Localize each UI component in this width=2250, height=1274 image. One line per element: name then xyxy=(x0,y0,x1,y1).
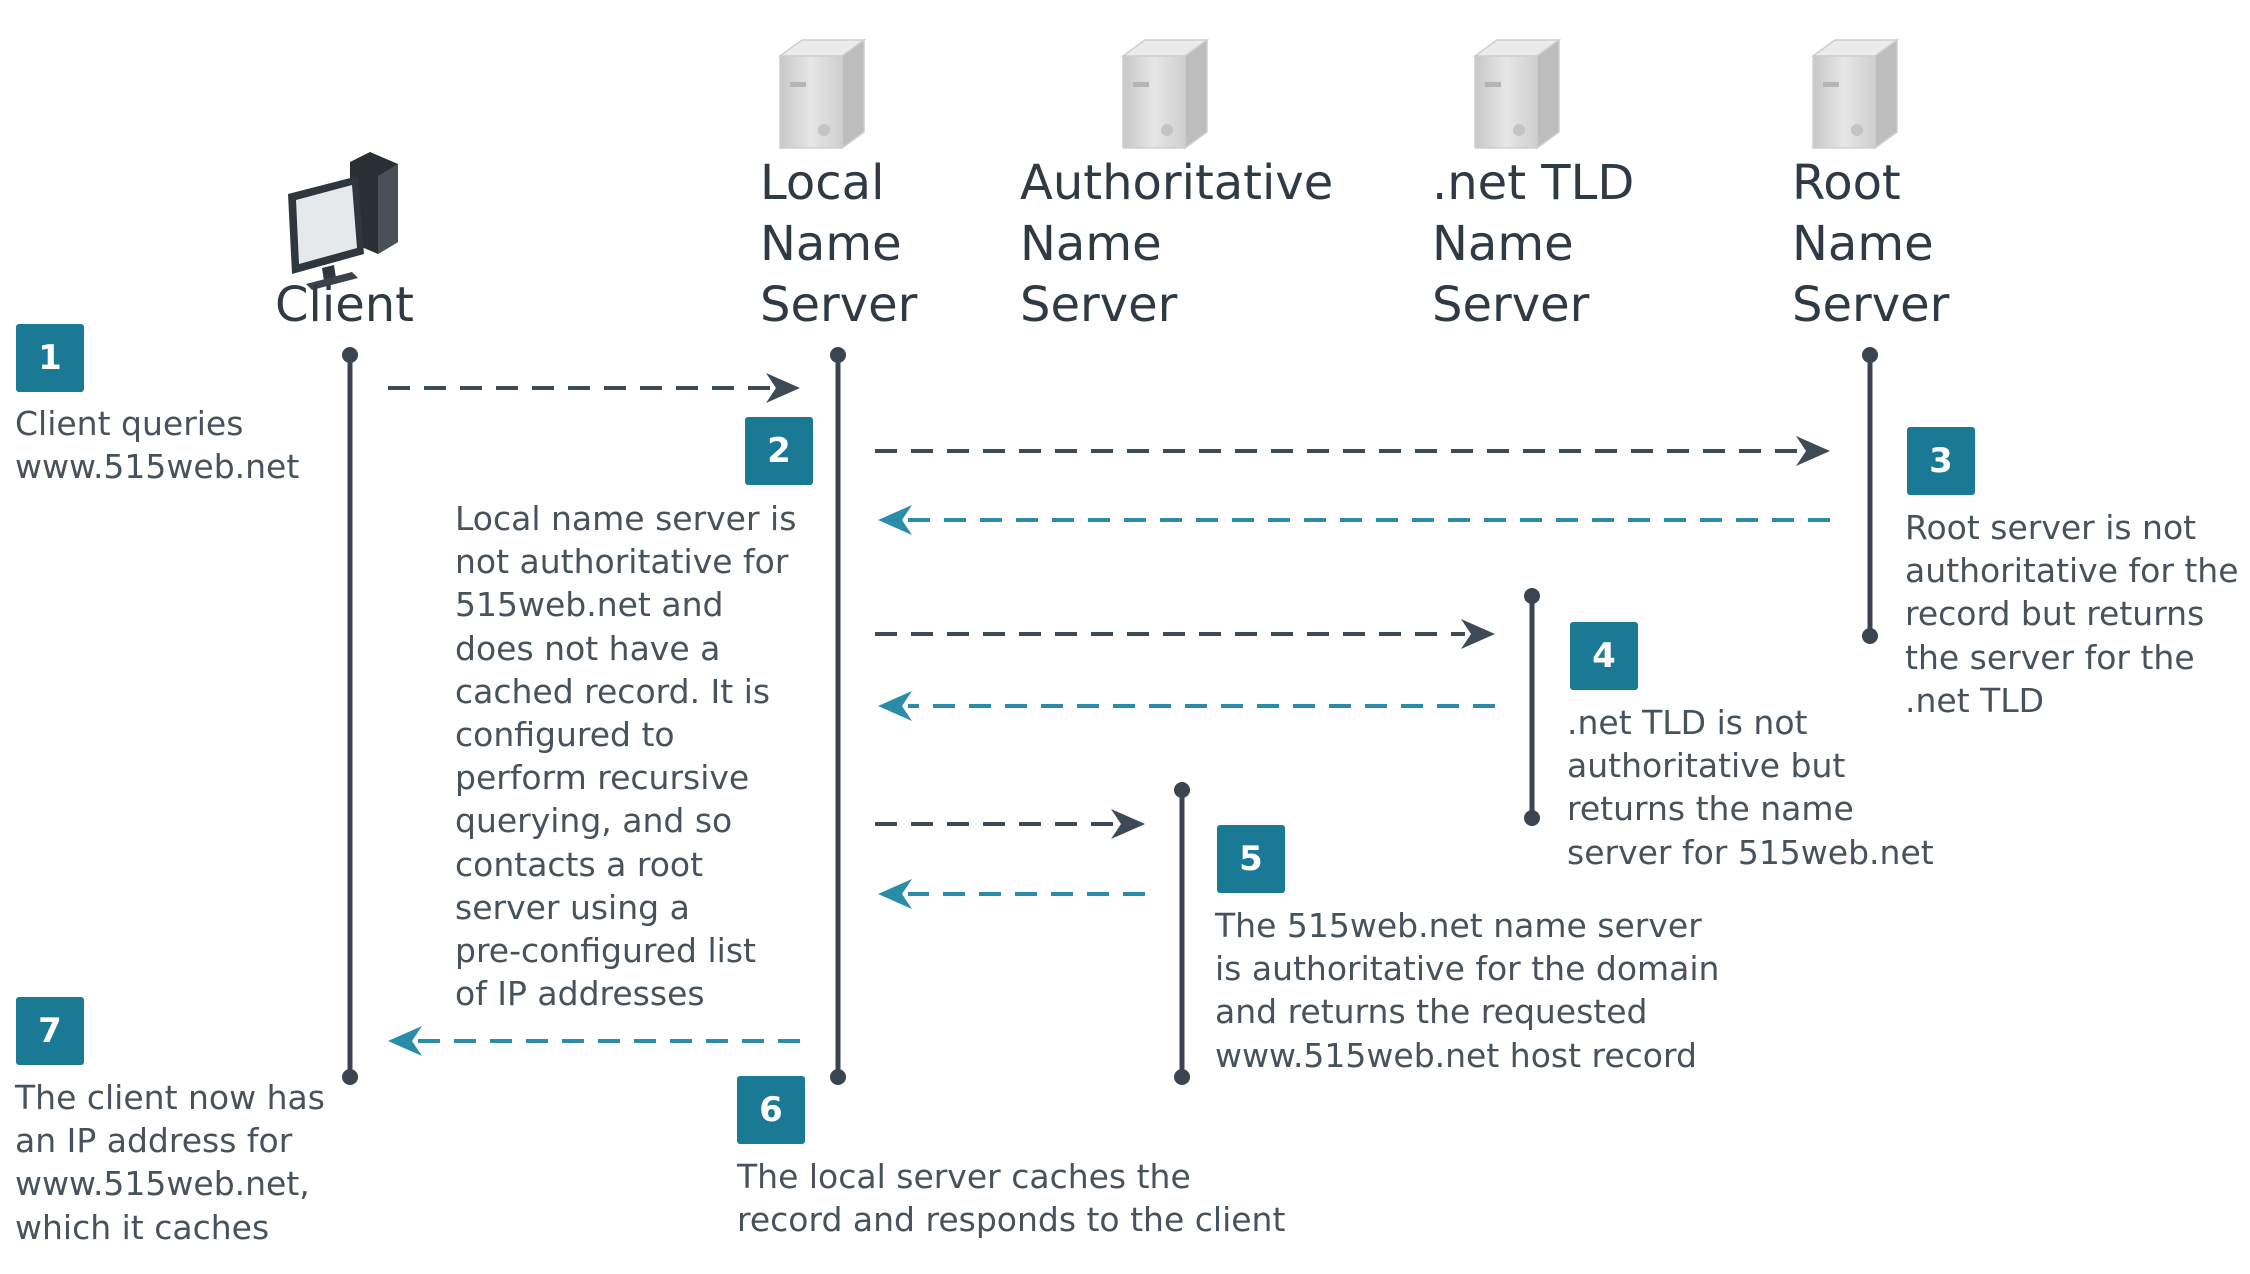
step-text-line: does not have a xyxy=(455,628,721,668)
actor-label-line: Server xyxy=(1020,277,1178,333)
step-text-line: pre-configured list xyxy=(455,931,756,971)
step-text-line: Local name server is xyxy=(455,499,797,538)
actor-label-tld: .net TLD Name Server xyxy=(1432,153,1634,336)
lifeline-end-dot xyxy=(1862,628,1878,644)
step-badge-7: 7 xyxy=(16,997,84,1065)
step-text-line: record but returns xyxy=(1905,594,2205,634)
step-text-line: returns the name xyxy=(1567,789,1854,829)
arrowhead xyxy=(878,505,912,535)
actor-label-line: Client xyxy=(275,277,414,333)
lifeline-end-dot xyxy=(1862,347,1878,363)
step-text-3: Root server is not authoritative for the… xyxy=(1905,506,2239,722)
arrowhead xyxy=(1111,809,1145,839)
message-arrow-local-to-root xyxy=(875,436,1830,466)
step-text-line: cached record. It is xyxy=(455,671,771,711)
actor-label-line: Name xyxy=(1020,216,1162,272)
step-text-5: The 515web.net name server is authoritat… xyxy=(1215,904,1719,1077)
actor-label-client: Client xyxy=(275,275,414,336)
lifeline-end-dot xyxy=(830,1069,846,1085)
actor-label-line: Server xyxy=(1432,277,1590,333)
step-badge-1: 1 xyxy=(16,324,84,392)
step-text-line: www.515web.net xyxy=(15,447,300,487)
server-icon xyxy=(1472,38,1562,150)
computer-icon xyxy=(288,152,398,290)
step-text-line: www.515web.net host record xyxy=(1215,1035,1697,1075)
step-badge-4: 4 xyxy=(1570,622,1638,690)
step-text-line: is authoritative for the domain xyxy=(1215,949,1720,989)
step-text-line: configured to xyxy=(455,715,675,755)
actor-label-line: Authoritative xyxy=(1020,155,1334,211)
message-arrow-auth-to-local xyxy=(878,879,1145,909)
actor-label-local: Local Name Server xyxy=(760,153,917,336)
step-text-2: Local name server is not authoritative f… xyxy=(455,497,796,1015)
step-text-line: .net TLD is not xyxy=(1567,703,1808,742)
arrowhead xyxy=(1796,436,1830,466)
actor-label-root: Root Name Server xyxy=(1792,153,1949,336)
step-text-line: The 515web.net name server xyxy=(1215,906,1702,945)
actor-label-line: .net TLD xyxy=(1432,155,1635,211)
lifeline-end-dot xyxy=(1524,588,1540,604)
lifeline-end-dot xyxy=(830,347,846,363)
step-text-line: .net TLD xyxy=(1905,680,2045,720)
message-arrow-root-to-local xyxy=(878,505,1830,535)
arrowhead xyxy=(766,373,800,403)
actor-label-line: Name xyxy=(1432,216,1574,272)
actor-label-line: Name xyxy=(760,216,902,272)
step-text-line: an IP address for xyxy=(15,1121,293,1161)
step-badge-5: 5 xyxy=(1217,825,1285,893)
step-text-line: Root server is not xyxy=(1905,508,2197,547)
step-text-line: and returns the requested xyxy=(1215,992,1648,1032)
step-text-4: .net TLD is not authoritative but return… xyxy=(1567,701,1934,874)
step-text-line: querying, and so xyxy=(455,801,733,841)
message-arrow-tld-to-local xyxy=(878,691,1495,721)
arrowhead xyxy=(1461,619,1495,649)
step-text-line: authoritative for the xyxy=(1905,551,2239,591)
step-text-line: contacts a root xyxy=(455,844,704,884)
step-text-line: the server for the xyxy=(1905,637,2195,677)
step-text-line: record and responds to the client xyxy=(737,1200,1286,1240)
step-text-line: The local server caches the xyxy=(737,1157,1191,1196)
step-text-line: 515web.net and xyxy=(455,585,724,625)
arrowhead xyxy=(878,879,912,909)
actor-label-line: Root xyxy=(1792,155,1901,211)
lifeline-end-dot xyxy=(342,347,358,363)
step-text-line: perform recursive xyxy=(455,758,750,798)
step-text-7: The client now has an IP address for www… xyxy=(15,1076,325,1249)
lifeline-end-dot xyxy=(1524,810,1540,826)
step-text-1: Client queries www.515web.net xyxy=(15,402,299,488)
step-text-line: of IP addresses xyxy=(455,974,705,1014)
step-text-line: authoritative but xyxy=(1567,746,1846,786)
server-icon xyxy=(777,38,867,150)
arrowhead xyxy=(878,691,912,721)
server-icon xyxy=(1120,38,1210,150)
step-badge-3: 3 xyxy=(1907,427,1975,495)
step-text-line: which it caches xyxy=(15,1207,270,1247)
actor-label-line: Local xyxy=(760,155,885,211)
actor-label-line: Server xyxy=(1792,277,1950,333)
step-text-line: not authoritative for xyxy=(455,542,789,582)
step-text-6: The local server caches the record and r… xyxy=(737,1155,1285,1241)
message-arrow-client-to-local xyxy=(388,373,800,403)
step-badge-2: 2 xyxy=(745,417,813,485)
step-text-line: server using a xyxy=(455,887,690,927)
message-arrow-local-to-tld xyxy=(875,619,1495,649)
lifeline-end-dot xyxy=(1174,1069,1190,1085)
actor-label-line: Server xyxy=(760,277,918,333)
lifeline-end-dot xyxy=(342,1069,358,1085)
server-icon xyxy=(1810,38,1900,150)
arrowhead xyxy=(388,1026,422,1056)
step-text-line: The client now has xyxy=(15,1078,325,1117)
step-text-line: Client queries xyxy=(15,404,244,443)
actor-label-auth: Authoritative Name Server xyxy=(1020,153,1333,336)
lifeline-end-dot xyxy=(1174,782,1190,798)
step-text-line: server for 515web.net xyxy=(1567,832,1934,872)
actor-label-line: Name xyxy=(1792,216,1934,272)
step-text-line: www.515web.net, xyxy=(15,1164,310,1204)
message-arrow-local-to-client xyxy=(388,1026,800,1056)
step-badge-6: 6 xyxy=(737,1076,805,1144)
message-arrow-local-to-auth xyxy=(875,809,1145,839)
